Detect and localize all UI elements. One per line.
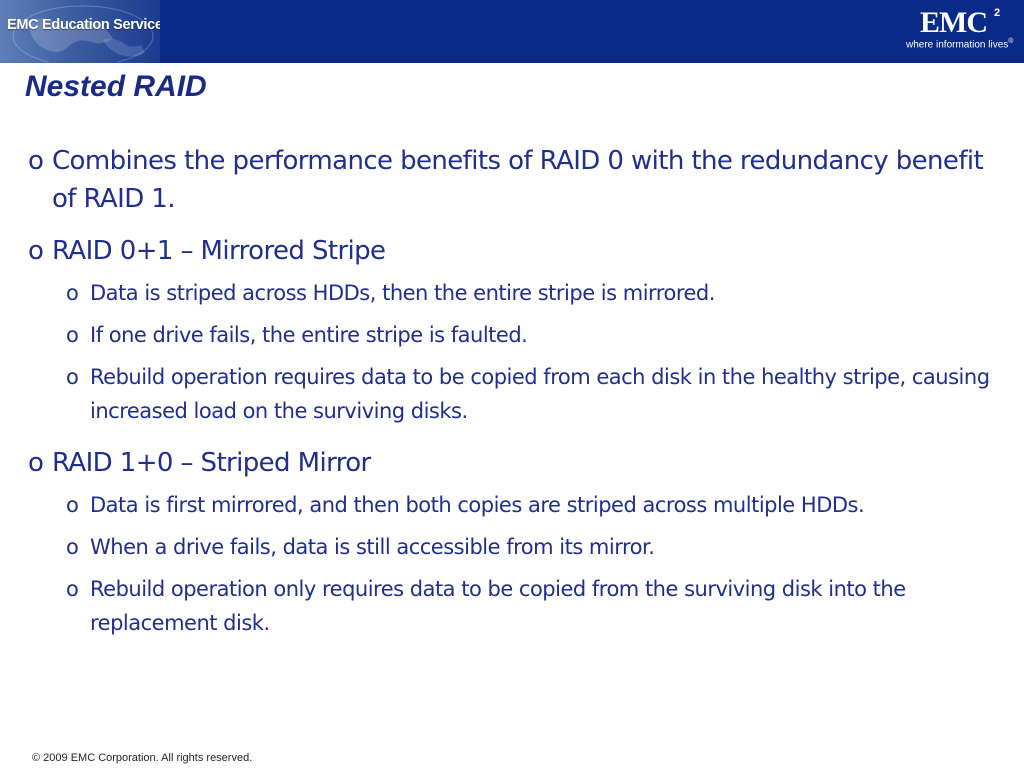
sub-bullet-marker: o [66,577,79,601]
sub-bullet-text: When a drive fails, data is still access… [90,535,655,559]
sub-bullet-marker: o [66,493,79,517]
education-services-title: EMC Education Services [7,17,160,33]
bullet-marker: o [28,146,44,176]
registered-mark: ® [1008,38,1014,45]
sub-bullet-marker: o [66,281,79,305]
sub-bullet-marker: o [66,535,79,559]
sub-bullet-marker: o [66,365,79,389]
bullet-marker: o [28,448,44,478]
emc-logo-superscript: 2 [994,7,1001,19]
sub-bullet-text: Rebuild operation only requires data to … [90,577,906,635]
sub-bullet: o If one drive fails, the entire stripe … [66,318,1013,352]
bullet-text: Combines the performance benefits of RAI… [52,146,984,214]
sub-bullet-marker: o [66,323,79,347]
education-services-logo: EMC Education Services [0,0,160,63]
header-banner: EMC Education Services EMC 2 where infor… [0,0,1024,63]
raid-10-section: o RAID 1+0 – Striped Mirror o Data is fi… [28,444,1013,640]
bullet-raid-01: o RAID 0+1 – Mirrored Stripe [28,232,1013,270]
copyright-footer: © 2009 EMC Corporation. All rights reser… [32,752,253,764]
sub-bullet-text: If one drive fails, the entire stripe is… [90,323,528,347]
bullet-combines-benefits: o Combines the performance benefits of R… [28,142,1013,218]
sub-bullet: o Data is striped across HDDs, then the … [66,276,1013,310]
sub-bullet: o Rebuild operation only requires data t… [66,572,1013,640]
slide-content: o Combines the performance benefits of R… [28,142,1013,656]
sub-bullet-text: Data is first mirrored, and then both co… [90,493,865,517]
slide-title: Nested RAID [25,70,207,103]
sub-bullet: o When a drive fails, data is still acce… [66,530,1013,564]
sub-bullet: o Data is first mirrored, and then both … [66,488,1013,522]
emc-tagline: where information lives® [906,38,1014,51]
sub-bullet: o Rebuild operation requires data to be … [66,360,1013,428]
bullet-raid-10: o RAID 1+0 – Striped Mirror [28,444,1013,482]
bullet-marker: o [28,236,44,266]
raid-01-section: o RAID 0+1 – Mirrored Stripe o Data is s… [28,232,1013,428]
emc-logo: EMC [920,6,988,39]
bullet-text: RAID 1+0 – Striped Mirror [52,448,371,478]
sub-bullet-text: Rebuild operation requires data to be co… [90,365,990,423]
bullet-text: RAID 0+1 – Mirrored Stripe [52,236,386,266]
globe-icon [12,5,154,62]
sub-bullet-text: Data is striped across HDDs, then the en… [90,281,715,305]
